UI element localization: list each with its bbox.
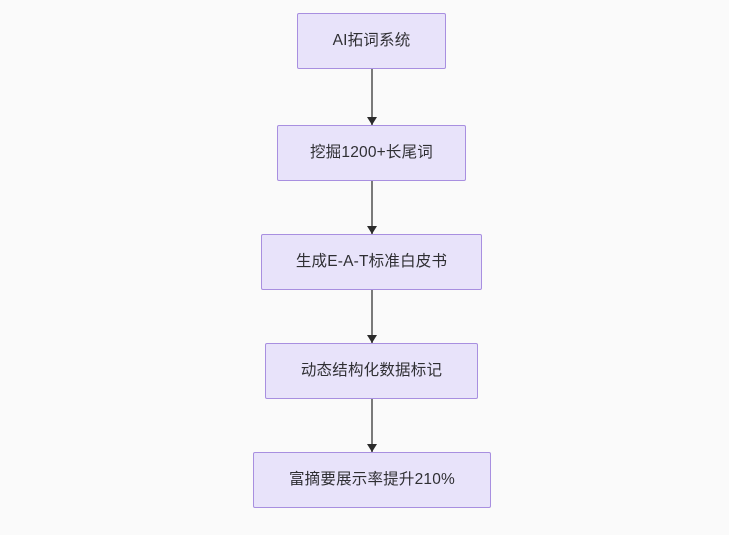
flow-node-ai-keyword-system[interactable]: AI拓词系统 [297,13,446,69]
arrowhead-icon [367,117,377,125]
flow-node-longtail-keywords[interactable]: 挖掘1200+长尾词 [277,125,466,181]
edge-line [371,399,373,452]
arrowhead-icon [367,335,377,343]
edge-n2-n3 [367,181,377,234]
edge-n3-n4 [367,290,377,343]
edge-line [371,69,373,125]
flow-node-label: 生成E-A-T标准白皮书 [295,253,448,271]
flow-node-eat-whitepaper[interactable]: 生成E-A-T标准白皮书 [261,234,482,290]
flow-node-structured-data-markup[interactable]: 动态结构化数据标记 [265,343,478,399]
arrowhead-icon [367,444,377,452]
edge-n4-n5 [367,399,377,452]
flow-node-rich-snippet-result[interactable]: 富摘要展示率提升210% [253,452,491,508]
flow-node-label: 动态结构化数据标记 [300,362,443,380]
flow-node-label: 挖掘1200+长尾词 [309,144,434,162]
edge-line [371,290,373,343]
edge-line [371,181,373,234]
flow-node-label: 富摘要展示率提升210% [288,471,456,489]
flow-node-label: AI拓词系统 [332,32,411,50]
arrowhead-icon [367,226,377,234]
edge-n1-n2 [367,69,377,125]
